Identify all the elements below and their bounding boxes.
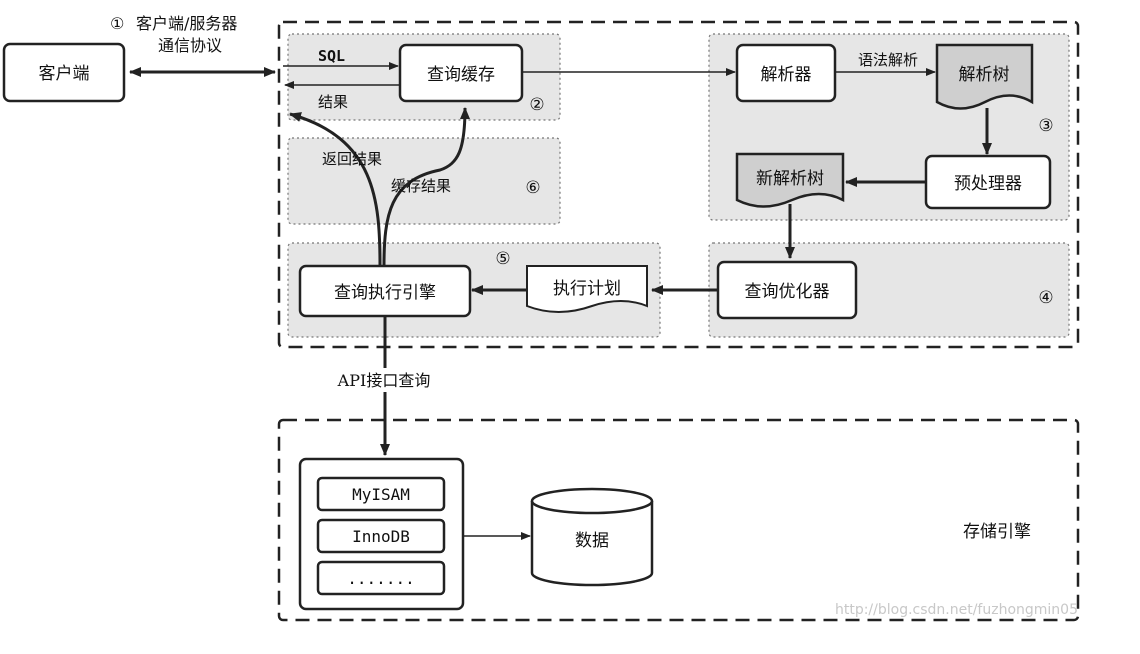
- result-label: 结果: [318, 93, 348, 111]
- storage-engine-label: 存储引擎: [963, 522, 1031, 542]
- engine-more-box: [316, 560, 446, 596]
- client-label: 客户端: [39, 64, 90, 84]
- protocol-number: ①: [110, 14, 124, 33]
- cache-result-label: 缓存结果: [391, 177, 451, 195]
- engine-innodb-label: InnoDB: [352, 527, 410, 546]
- optimizer-region-number: ④: [1038, 288, 1053, 308]
- parse-tree-doc: [935, 43, 1034, 110]
- optimizer-label: 查询优化器: [745, 282, 830, 302]
- storage-engine-container: [277, 418, 1080, 622]
- return-region: [287, 137, 561, 225]
- new-parse-tree-doc: [735, 152, 845, 208]
- client-box: [2, 42, 126, 103]
- engine-myisam-label: MyISAM: [352, 485, 410, 504]
- server-container: [277, 20, 1080, 349]
- api-label-bg: [320, 368, 450, 392]
- parse-tree-label: 解析树: [959, 65, 1010, 85]
- engine-more-label: .......: [347, 569, 414, 588]
- cache-result-arrow: [382, 107, 470, 267]
- return-result-label: 返回结果: [322, 150, 382, 168]
- execution-engine-label: 查询执行引擎: [334, 283, 436, 303]
- sql-label: SQL: [318, 47, 345, 65]
- query-cache-box: [398, 43, 524, 103]
- new-parse-tree-label: 新解析树: [756, 169, 824, 189]
- data-label: 数据: [575, 531, 609, 551]
- data-cylinder-top: [530, 487, 654, 515]
- api-label: API接口查询: [337, 371, 431, 390]
- engine-innodb-box: [316, 518, 446, 554]
- execution-region-number: ⑤: [495, 249, 510, 269]
- parser-box: [735, 43, 837, 103]
- protocol-label-line2: 通信协议: [158, 36, 222, 55]
- engine-myisam-box: [316, 476, 446, 512]
- parser-label: 解析器: [761, 65, 812, 85]
- return-result-arrow: [289, 112, 382, 267]
- preprocessor-label: 预处理器: [954, 174, 1022, 194]
- protocol-label-line1: 客户端/服务器: [136, 14, 237, 33]
- watermark: http://blog.csdn.net/fuzhongmin05: [835, 602, 1078, 618]
- query-cache-label: 查询缓存: [427, 65, 495, 85]
- parsing-region-number: ③: [1038, 116, 1053, 136]
- data-cylinder-body: [530, 501, 654, 587]
- cache-region-number: ②: [529, 95, 544, 115]
- return-region-number: ⑥: [525, 178, 540, 198]
- execution-plan-label: 执行计划: [553, 279, 621, 299]
- execution-plan-doc: [526, 265, 648, 313]
- grammar-parse-label: 语法解析: [858, 51, 918, 69]
